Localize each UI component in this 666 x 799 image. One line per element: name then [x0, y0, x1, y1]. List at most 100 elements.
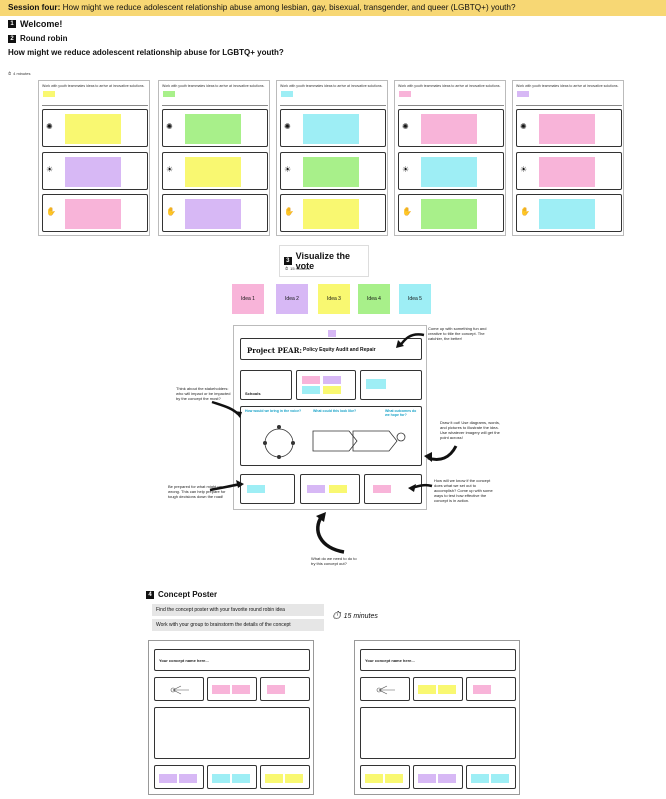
board-sticky: [421, 199, 477, 229]
board-sticky: [303, 199, 359, 229]
board-row: ✋: [280, 194, 386, 232]
board-tag: [281, 91, 293, 97]
board-row: ✋: [42, 194, 148, 232]
session-banner: Session four: How might we reduce adoles…: [0, 0, 666, 16]
banner-question: How might we reduce adolescent relations…: [62, 3, 516, 12]
context-box: [466, 677, 516, 701]
board-tag: [163, 91, 175, 97]
vote-tag: [328, 330, 336, 337]
vote-sticky[interactable]: Idea 5: [399, 284, 431, 314]
board-row: ✋: [162, 194, 268, 232]
lightbulb-icon: ☀: [284, 165, 292, 174]
next-steps-box: [207, 765, 257, 789]
vote-sticky[interactable]: Idea 3: [318, 284, 350, 314]
concept-poster: Your concept name here...: [354, 640, 520, 795]
measure-box: [364, 474, 422, 504]
round-robin-board: Work with youth teammates ideas to arriv…: [394, 80, 506, 236]
lightbulb-icon: ☀: [46, 165, 54, 174]
lightbulb-icon: ☀: [166, 165, 174, 174]
section-concept-poster: 4 Concept Poster: [146, 590, 217, 599]
concept-poster: Your concept name here...: [148, 640, 314, 795]
annotation-need: What do we need to do to try this concep…: [311, 556, 357, 566]
board-sticky: [303, 157, 359, 187]
example-title-box: Project PEAR: Policy Equity Audit and Re…: [240, 338, 422, 360]
idea-box: [296, 370, 356, 400]
board-tag: [517, 91, 529, 97]
board-sticky: [421, 157, 477, 187]
example-title: Project PEAR:: [247, 346, 302, 355]
board-sticky: [185, 114, 241, 144]
board-row: ☀: [162, 152, 268, 190]
context-box: [360, 370, 422, 400]
board-row: ✋: [516, 194, 622, 232]
measure-box: [466, 765, 516, 789]
draw-it-out-box[interactable]: [360, 707, 516, 759]
section-title: Welcome!: [20, 19, 63, 29]
lightbulb-icon: ☀: [520, 165, 528, 174]
board-header: Work with youth teammates ideas to arriv…: [42, 84, 145, 88]
board-header: Work with youth teammates ideas to arriv…: [398, 84, 501, 88]
concept-name-box[interactable]: Your concept name here...: [154, 649, 310, 671]
example-subtitle: Policy Equity Audit and Repair: [303, 347, 376, 353]
section-welcome: 1 Welcome!: [8, 19, 62, 29]
stopwatch-icon: ⏱: [8, 71, 12, 76]
measure-box: [260, 765, 310, 789]
context-box: [260, 677, 310, 701]
concept-timer: ⏱ 15 minutes: [332, 610, 378, 622]
board-sticky: [65, 157, 121, 187]
draw-it-out-box[interactable]: [154, 707, 310, 759]
board-sticky: [539, 157, 595, 187]
round-robin-board: Work with youth teammates ideas to arriv…: [512, 80, 624, 236]
round-robin-timer: ⏱4 minutes: [8, 71, 31, 76]
hand-icon: ✋: [166, 207, 176, 216]
board-row: ☀: [42, 152, 148, 190]
concept-step-2: Work with your group to brainstorm the d…: [152, 619, 324, 631]
board-sticky: [65, 114, 121, 144]
round-robin-board: Work with youth teammates ideas to arriv…: [38, 80, 150, 236]
visualize-header: 3 Visualize the vote ⏱15 minutes: [279, 245, 369, 277]
section-number: 3: [284, 257, 292, 265]
section-number: 1: [8, 20, 16, 28]
arrow-head-icon: [396, 340, 404, 348]
stopwatch-icon: ⏱: [285, 266, 289, 271]
stakeholder-box: [154, 677, 204, 701]
hand-icon: ✋: [46, 207, 56, 216]
annotation-prepared: Be prepared for what might go wrong. Thi…: [168, 484, 226, 499]
concept-step-1: Find the concept poster with your favori…: [152, 604, 324, 616]
risk-box: [240, 474, 295, 504]
section-round-robin: 2 Round robin: [8, 34, 68, 43]
round-robin-board: Work with youth teammates ideas to arriv…: [276, 80, 388, 236]
vote-sticky[interactable]: Idea 2: [276, 284, 308, 314]
board-row: ✺: [42, 109, 148, 147]
hand-icon: ✋: [520, 207, 530, 216]
example-concept-poster: Project PEAR: Policy Equity Audit and Re…: [233, 325, 427, 510]
section-title: Round robin: [20, 34, 68, 43]
board-sticky: [539, 114, 595, 144]
risk-box: [360, 765, 410, 789]
board-sticky: [185, 199, 241, 229]
annotation-know: How will we know if the concept does wha…: [434, 478, 493, 503]
stakeholder-box: [360, 677, 410, 701]
brain-icon: ✺: [520, 122, 527, 131]
section-number: 4: [146, 590, 154, 599]
annotation-name: Come up with something fun and creative …: [428, 326, 487, 341]
vote-sticky[interactable]: Idea 1: [232, 284, 264, 314]
stopwatch-icon: ⏱: [332, 610, 341, 622]
brain-icon: ✺: [284, 122, 291, 131]
idea-box: [413, 677, 463, 701]
board-row: ✺: [162, 109, 268, 147]
board-row: ☀: [280, 152, 386, 190]
board-row: ☀: [398, 152, 504, 190]
hand-icon: ✋: [402, 207, 412, 216]
vote-sticky[interactable]: Idea 4: [358, 284, 390, 314]
concept-name-box[interactable]: Your concept name here...: [360, 649, 516, 671]
board-header: Work with youth teammates ideas to arriv…: [280, 84, 383, 88]
idea-box: [207, 677, 257, 701]
board-row: ✺: [398, 109, 504, 147]
brain-icon: ✺: [402, 122, 409, 131]
draw-it-out-box: How would we bring in the voice? What co…: [240, 406, 422, 466]
board-row: ✋: [398, 194, 504, 232]
concept-diagram: [263, 425, 406, 459]
board-sticky: [539, 199, 595, 229]
